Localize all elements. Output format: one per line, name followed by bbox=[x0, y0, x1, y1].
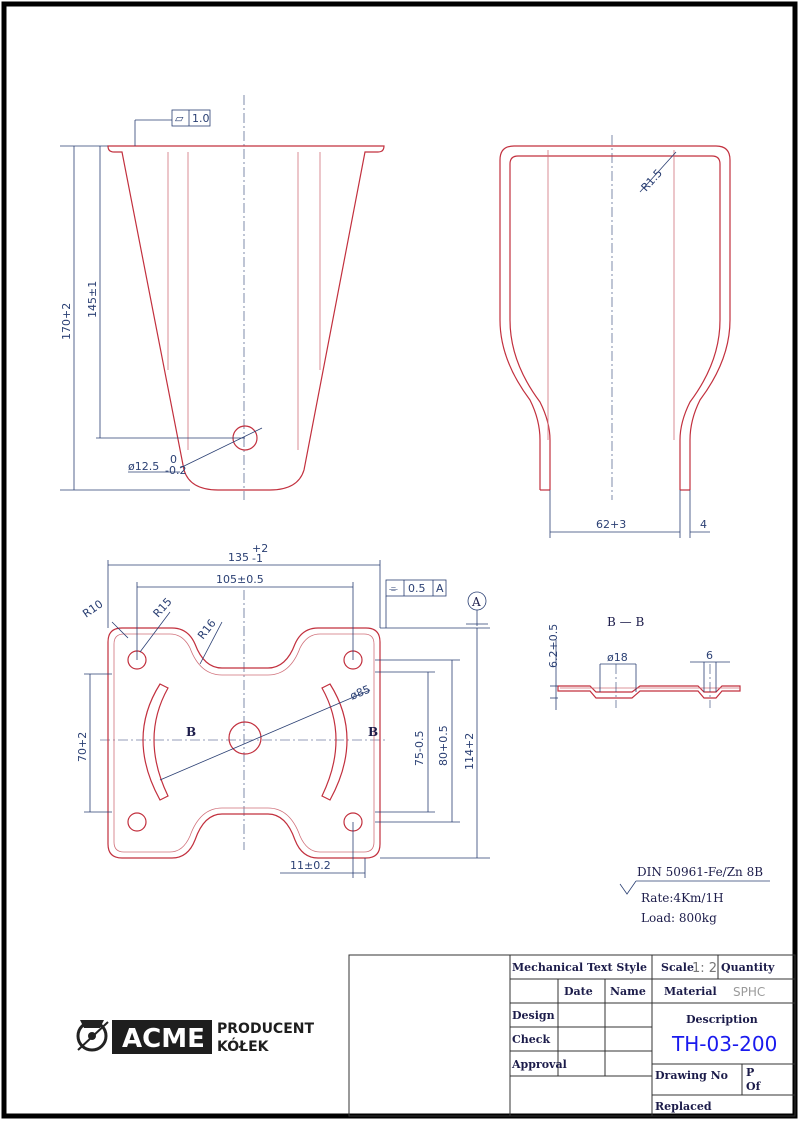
p-label: P bbox=[746, 1066, 754, 1079]
section-b-left: B bbox=[186, 725, 196, 739]
replaced-label: Replaced bbox=[655, 1100, 712, 1113]
dim-r16: R16 bbox=[195, 617, 219, 642]
dim-r10: R10 bbox=[80, 597, 105, 620]
notes: DIN 50961-Fe/Zn 8B Rate:4Km/1H Load: 800… bbox=[619, 865, 770, 925]
dim-width-135-tol-top: +2 bbox=[252, 542, 268, 555]
flatness-symbol: ▱ bbox=[175, 112, 184, 125]
dim-hole-dia: ø12.5 bbox=[128, 460, 159, 473]
section-height: 6.2+0.5 bbox=[547, 624, 560, 668]
dim-dia85: ø85 bbox=[348, 683, 372, 703]
dim-width-62: 62+3 bbox=[596, 518, 626, 531]
dim-r15: R15 bbox=[151, 595, 175, 620]
material-label: Material bbox=[664, 985, 717, 998]
dim-height-75: 75-0.5 bbox=[413, 731, 426, 766]
section-d18: ø18 bbox=[607, 651, 628, 664]
dim-height-80: 80+0.5 bbox=[437, 725, 450, 766]
flatness-frame bbox=[171, 109, 211, 127]
dim-hole-tol-bottom: -0.2 bbox=[165, 464, 186, 477]
dim-offset-11: 11±0.2 bbox=[290, 859, 331, 872]
of-label: Of bbox=[746, 1080, 762, 1093]
title-block: Mechanical Text Style Scale 1: 2 Quantit… bbox=[348, 954, 796, 1117]
section-title: B — B bbox=[607, 615, 644, 629]
acme-badge bbox=[112, 1020, 212, 1054]
dim-width-135-tol-bottom: -1 bbox=[252, 552, 263, 565]
quantity-label: Quantity bbox=[721, 961, 775, 974]
company-logo: ACME PRODUCENT KÓŁEK bbox=[76, 1020, 314, 1055]
front-view: ▱ 1.0 170+2 145±1 ø12.5 0 -0.2 bbox=[60, 95, 385, 500]
logo-line1: PRODUCENT bbox=[217, 1021, 314, 1037]
section-6: 6 bbox=[706, 649, 713, 662]
dim-height-145: 145±1 bbox=[86, 281, 99, 318]
dim-width-105: 105±0.5 bbox=[216, 573, 264, 586]
dim-height-70: 70+2 bbox=[76, 732, 89, 762]
side-view: R1.5 62+3 4 bbox=[499, 135, 731, 538]
dim-height-170: 170+2 bbox=[60, 303, 73, 340]
section-view: B — B 6.2+0.5 ø18 6 bbox=[547, 615, 741, 710]
dim-radius-side: R1.5 bbox=[639, 167, 665, 194]
scale-label: Scale bbox=[661, 961, 694, 974]
dim-height-114: 114+2 bbox=[463, 733, 476, 770]
section-b-right: B bbox=[368, 725, 378, 739]
dim-width-135: 135 bbox=[228, 551, 249, 564]
symmetry-value: 0.5 bbox=[408, 582, 426, 595]
symmetry-datum: A bbox=[436, 582, 444, 595]
logo-line2: KÓŁEK bbox=[217, 1037, 270, 1055]
symmetry-frame bbox=[385, 579, 447, 597]
note-din: DIN 50961-Fe/Zn 8B bbox=[637, 865, 763, 879]
description-label: Description bbox=[686, 1013, 758, 1026]
material-value: SPHC bbox=[733, 985, 765, 999]
plan-view: 135 +2 -1 105±0.5 R10 R15 R16 ø85 ⌯ 0.5 … bbox=[76, 542, 490, 878]
logo-brand: ACME bbox=[122, 1024, 205, 1054]
approval-label: Approval bbox=[511, 1058, 567, 1071]
design-label: Design bbox=[512, 1009, 555, 1022]
caster-wheel-icon bbox=[76, 1020, 109, 1052]
surface-finish-icon bbox=[619, 880, 637, 895]
name-label: Name bbox=[610, 985, 646, 998]
note-load: Load: 800kg bbox=[641, 911, 717, 925]
scale-value: 1: 2 bbox=[692, 961, 717, 976]
dim-hole-tol-top: 0 bbox=[170, 453, 177, 466]
datum-a-label: A bbox=[471, 595, 481, 609]
date-label: Date bbox=[564, 985, 593, 998]
note-rate: Rate:4Km/1H bbox=[641, 891, 724, 905]
dim-thickness-4: 4 bbox=[700, 518, 707, 531]
check-label: Check bbox=[512, 1033, 550, 1046]
text-style-label: Mechanical Text Style bbox=[512, 961, 647, 974]
part-number: TH-03-200 bbox=[671, 1032, 777, 1056]
drawing-no-label: Drawing No bbox=[655, 1069, 728, 1082]
flatness-value: 1.0 bbox=[192, 112, 210, 125]
symmetry-symbol: ⌯ bbox=[389, 582, 398, 595]
